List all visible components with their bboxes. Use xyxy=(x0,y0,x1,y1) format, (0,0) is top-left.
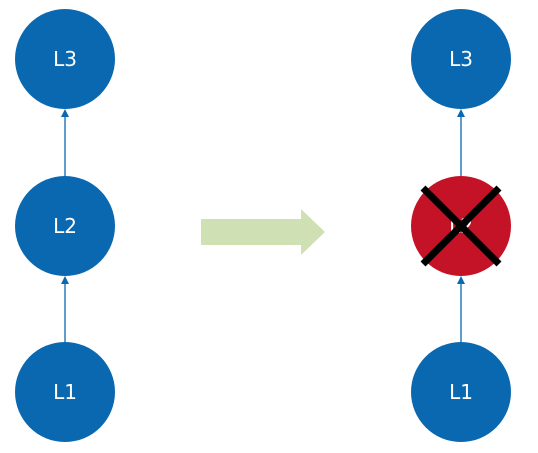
before-diagram: L3 L2 L1 xyxy=(15,9,115,442)
before-node-l2: L2 xyxy=(15,176,115,276)
after-node-l1-label: L1 xyxy=(449,380,473,404)
after-node-l2-failed: L2 xyxy=(411,176,511,276)
after-node-l1: L1 xyxy=(411,342,511,442)
before-node-l1-label: L1 xyxy=(53,380,77,404)
before-node-l3: L3 xyxy=(15,9,115,109)
cross-mark-icon xyxy=(420,185,502,267)
after-node-l3: L3 xyxy=(411,9,511,109)
after-diagram: L3 L2 L1 xyxy=(411,9,511,442)
right-arrow-icon xyxy=(201,209,325,255)
before-node-l1: L1 xyxy=(15,342,115,442)
before-node-l2-label: L2 xyxy=(53,214,77,238)
before-node-l3-label: L3 xyxy=(53,47,77,71)
after-node-l3-label: L3 xyxy=(449,47,473,71)
